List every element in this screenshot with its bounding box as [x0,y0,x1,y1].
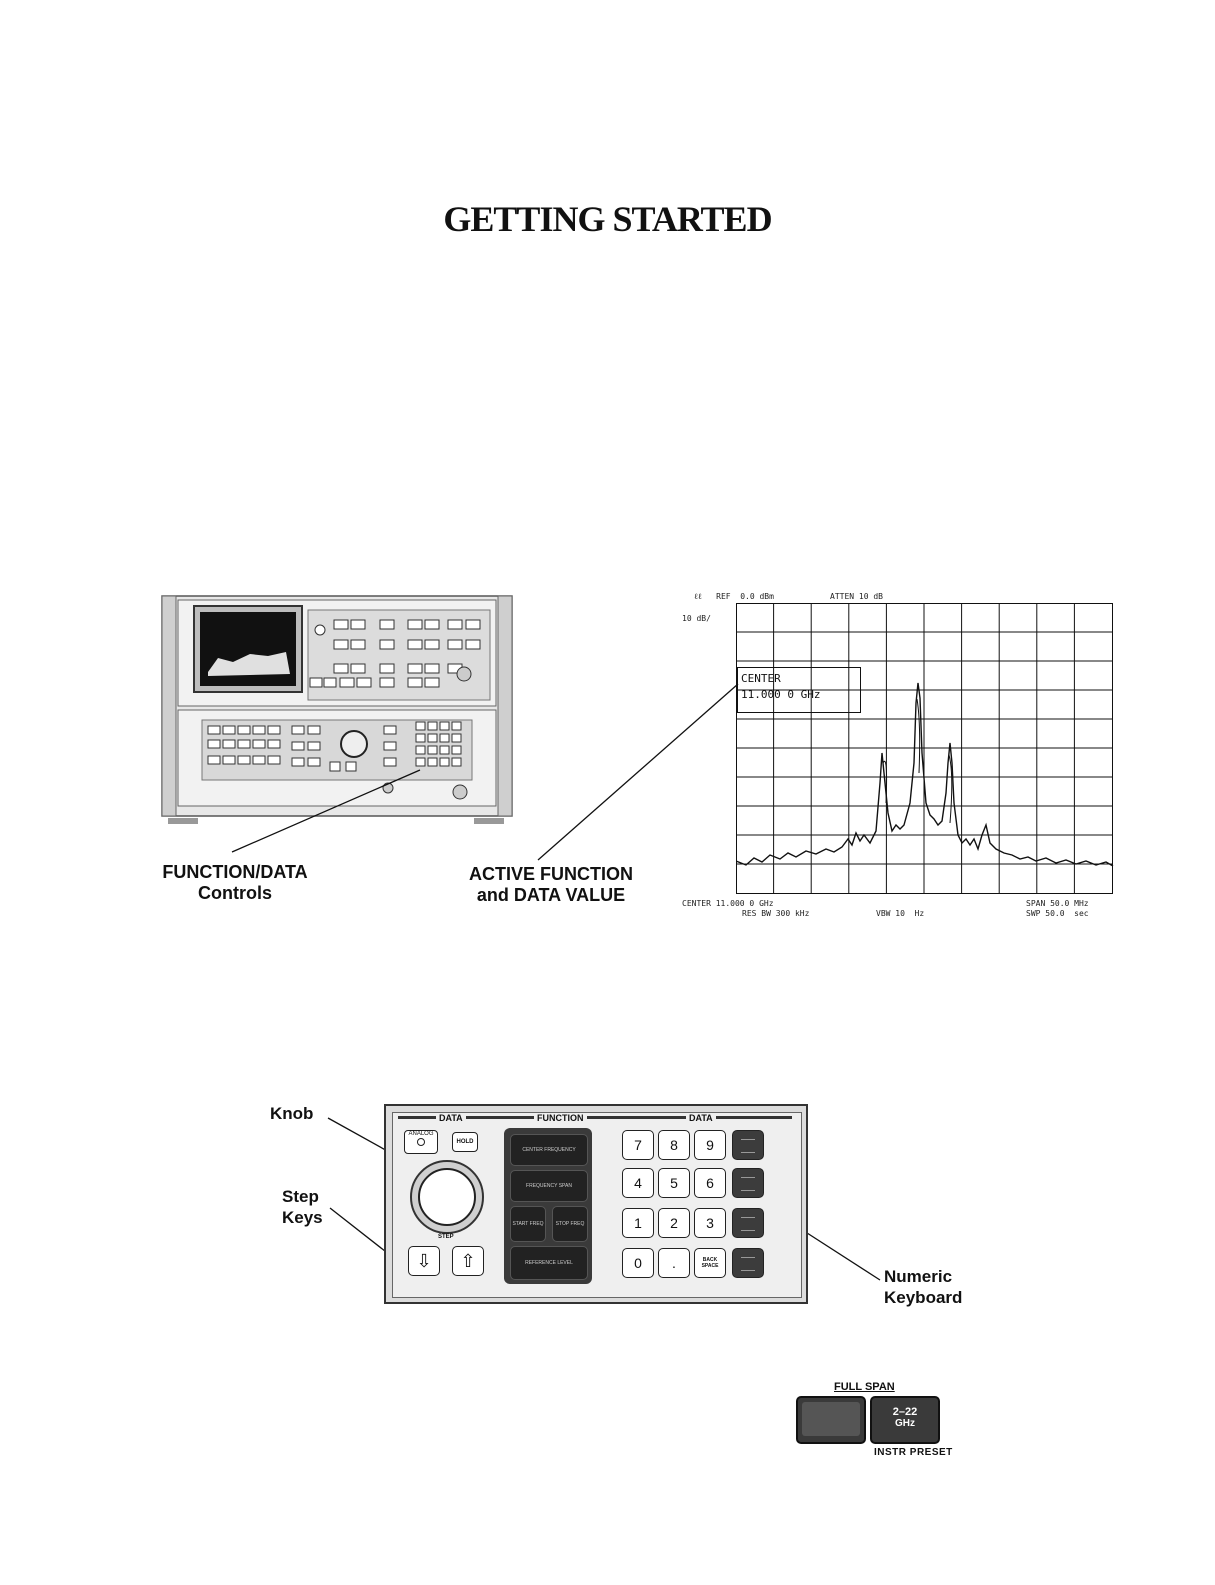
data-header-right: DATA [686,1113,716,1123]
step-up-button[interactable]: ⇧ [452,1246,484,1276]
screen-vbw: VBW 10 Hz [876,909,925,918]
active-function-label: CENTER [741,672,781,685]
key-label: 2–22 [892,1406,918,1418]
unit-key-4[interactable] [732,1248,764,1278]
key-5[interactable]: 5 [658,1168,690,1198]
key-8[interactable]: 8 [658,1130,690,1160]
callout-line-2: Keys [282,1208,323,1227]
callout-line-2: Controls [198,883,272,903]
analyzer-front-panel-illustration [161,595,513,824]
key-4[interactable]: 4 [622,1168,654,1198]
key-9[interactable]: 9 [694,1130,726,1160]
callout-line-1: ACTIVE FUNCTION [469,864,633,884]
step-keys-callout: Step Keys [282,1186,352,1228]
key-face-icon [802,1402,860,1436]
callout-line-2: and DATA VALUE [476,885,626,905]
backspace-key[interactable]: BACK SPACE [694,1248,726,1278]
stop-freq-key[interactable]: STOP FREQ [552,1206,588,1242]
unit-lines-icon [741,1139,755,1153]
frequency-span-key[interactable]: FREQUENCY SPAN [510,1170,588,1202]
full-span-key[interactable] [796,1396,866,1444]
led-icon [417,1138,425,1146]
key-2[interactable]: 2 [658,1208,690,1238]
callout-line-1: FUNCTION/DATA [162,862,308,882]
unit-key-1[interactable] [732,1130,764,1160]
ref-text: REF 0.0 dBm [716,592,774,601]
screen-res-bw: RES BW 300 kHz [742,909,810,918]
key-6[interactable]: 6 [694,1168,726,1198]
unit-lines-icon [741,1177,755,1191]
reference-level-key[interactable]: REFERENCE LEVEL [510,1246,588,1280]
screen-center: CENTER 11.000 0 GHz [682,899,774,908]
step-label: STEP [438,1234,454,1240]
page-title: GETTING STARTED [443,199,772,239]
start-freq-key[interactable]: START FREQ [510,1206,546,1242]
instr-preset-label: INSTR PRESET [874,1447,953,1458]
key-unit: GHz [895,1418,915,1429]
key-decimal[interactable]: . [658,1248,690,1278]
unit-lines-icon [741,1257,755,1271]
knob-callout: Knob [270,1104,314,1123]
up-arrow-icon: ⇧ [460,1251,476,1271]
knob-face-icon [418,1168,476,1226]
data-knob[interactable] [410,1160,484,1234]
callout-line-1: Step [282,1187,319,1206]
key-3[interactable]: 3 [694,1208,726,1238]
key-1[interactable]: 1 [622,1208,654,1238]
callout-line-2: Keyboard [884,1288,963,1307]
active-function-box: CENTER 11.000 0 GHz [737,667,861,713]
active-function-callout: ACTIVE FUNCTION and DATA VALUE [446,864,656,906]
function-header: FUNCTION [534,1113,587,1123]
down-arrow-icon: ⇩ [416,1251,432,1271]
analog-button[interactable]: ANALOG [404,1130,438,1154]
analog-label: ANALOG [408,1131,434,1137]
screen-atten: ATTEN 10 dB [830,592,883,601]
screen-scale: 10 dB/ [682,614,711,623]
unit-lines-icon [741,1217,755,1231]
spectrum-graticule [736,603,1114,894]
data-header-left: DATA [436,1113,466,1123]
unit-key-2[interactable] [732,1168,764,1198]
screen-span: SPAN 50.0 MHz [1026,899,1089,908]
screen-ref-level: ℓℓ REF 0.0 dBm [694,592,774,601]
function-data-panel: DATA FUNCTION DATA ANALOG HOLD STEP ⇩ ⇧ … [384,1104,808,1304]
numeric-keyboard-callout: Numeric Keyboard [884,1266,1004,1308]
key-7[interactable]: 7 [622,1130,654,1160]
unit-key-3[interactable] [732,1208,764,1238]
function-data-callout: FUNCTION/DATA Controls [146,862,324,904]
step-down-button[interactable]: ⇩ [408,1246,440,1276]
key-0[interactable]: 0 [622,1248,654,1278]
screen-sweep: SWP 50.0 sec [1026,909,1089,918]
instr-preset-key[interactable]: 2–22 GHz [870,1396,940,1444]
callout-line-1: Numeric [884,1267,953,1286]
center-frequency-key[interactable]: CENTER FREQUENCY [510,1134,588,1166]
hold-button[interactable]: HOLD [452,1132,478,1152]
active-function-value: 11.000 0 GHz [741,688,821,701]
full-span-label: FULL SPAN [834,1381,895,1393]
